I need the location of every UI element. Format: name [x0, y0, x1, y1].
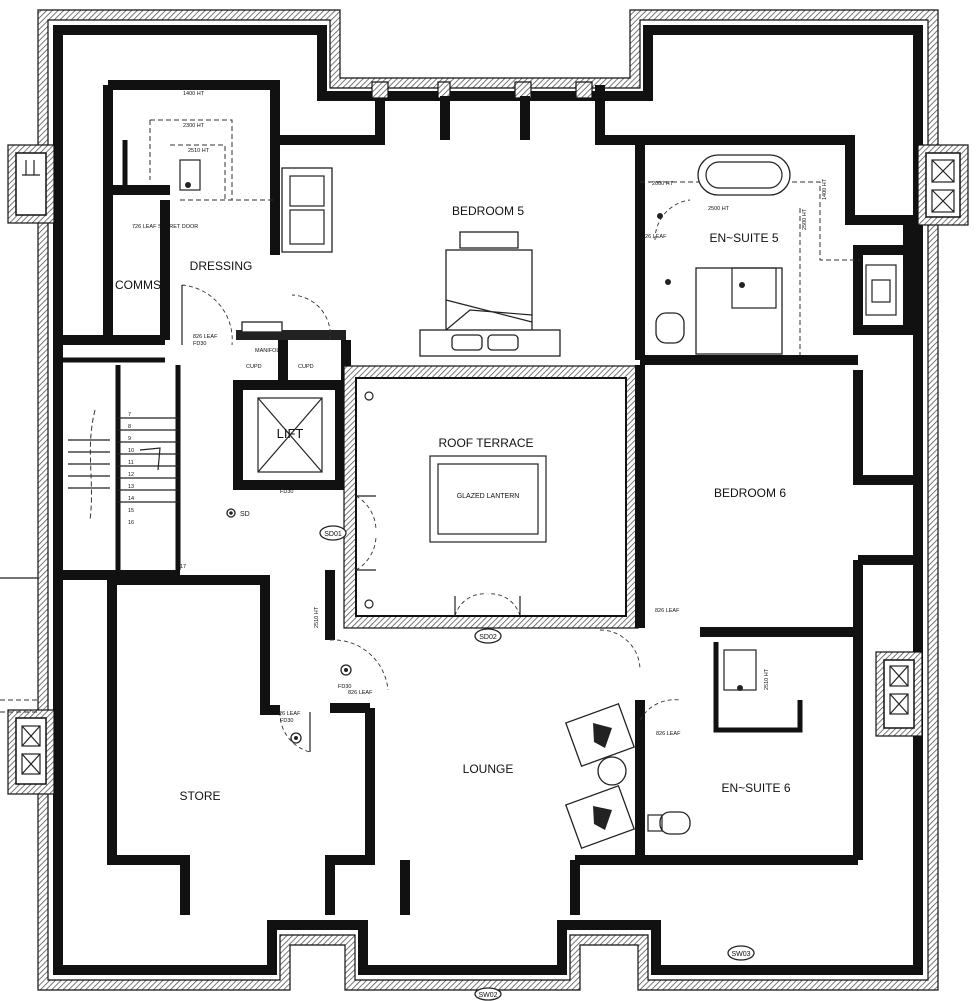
label-glazed-lantern: GLAZED LANTERN	[457, 493, 520, 500]
step-number: 13	[128, 484, 134, 490]
note-826-leaf-dressing: 826 LEAF	[193, 334, 218, 340]
note-826-leaf-ensuite5: 826 LEAF	[642, 234, 667, 240]
label-comms: COMMS	[115, 278, 161, 292]
roof-terrace	[343, 365, 639, 629]
note-2300ht: 2300 HT	[183, 123, 205, 129]
label-roof-terrace: ROOF TERRACE	[438, 436, 533, 450]
note-fd30-dressing: FD30	[193, 341, 206, 347]
note-826-leaf-store: 826 LEAF	[276, 711, 301, 717]
step-number: 17	[180, 564, 186, 570]
tag-sd01-text: SD01	[324, 531, 342, 538]
note-2000ht-ensuite5: 2000 HT	[652, 181, 674, 187]
step-number: 9	[128, 436, 131, 442]
note-manifold: MANIFOLD	[255, 348, 283, 354]
label-cupd-left: CUPD	[246, 364, 262, 370]
bedroom5-walls	[275, 81, 645, 360]
note-fd30-store: FD30	[280, 718, 293, 724]
chimney-right-bottom	[875, 651, 923, 737]
note-fd30-lift: FD30	[280, 489, 293, 495]
step-number: 11	[128, 460, 134, 466]
bed-bedroom5	[419, 231, 561, 357]
lounge-furniture	[564, 702, 636, 850]
step-number: 7	[128, 412, 131, 418]
tag-sw03-text: SW03	[731, 951, 750, 958]
step-number: 10	[128, 448, 134, 454]
stairwell	[53, 360, 181, 580]
label-dressing: DRESSING	[190, 259, 253, 273]
tag-sd01: SD01	[319, 525, 347, 541]
label-bedroom6: BEDROOM 6	[714, 486, 786, 500]
tag-sd02-text: SD02	[479, 634, 497, 641]
label-ensuite5: EN~SUITE 5	[709, 231, 778, 245]
note-826-leaf-lounge: 826 LEAF	[348, 690, 373, 696]
outer-wall	[37, 9, 939, 991]
note-1400ht-side: 1400 HT	[822, 178, 828, 200]
note-2510ht: 2510 HT	[188, 148, 210, 154]
note-2510ht-ensuite6: 2510 HT	[764, 668, 770, 690]
tag-sd02: SD02	[474, 628, 502, 644]
note-fd30-lounge: FD30	[338, 684, 351, 690]
bedroom6-walls	[575, 365, 918, 865]
note-2500ht-ensuite5: 2500 HT	[708, 206, 730, 212]
label-ensuite6: EN~SUITE 6	[721, 781, 790, 795]
note-826-leaf-ensuite6: 826 LEAF	[656, 731, 681, 737]
note-secret-door: 726 LEAF SECRET DOOR	[132, 224, 198, 230]
note-sd: SD	[240, 511, 250, 518]
label-bedroom5: BEDROOM 5	[452, 204, 524, 218]
lift	[226, 321, 351, 518]
note-826-leaf-bed6: 826 LEAF	[655, 608, 680, 614]
step-number: 12	[128, 472, 134, 478]
armchair-bedroom5	[281, 167, 333, 253]
step-number: 14	[128, 496, 134, 502]
chimney-left-bottom	[7, 709, 55, 795]
tag-sw02-text: SW02	[478, 992, 497, 999]
dressing-doors	[181, 199, 691, 721]
note-2510ht-terrace: 2510 HT	[314, 606, 320, 628]
label-lift: LIFT	[277, 426, 304, 441]
store-walls	[107, 570, 389, 915]
ensuite5-walls	[640, 135, 913, 365]
tag-sw03: SW03	[727, 945, 755, 961]
stair-step-numbers: 7 8 9 10 11 12 13 14 15 16 17	[128, 412, 186, 570]
label-cupd-right: CUPD	[298, 364, 314, 370]
note-2500ht-side: 2500 HT	[802, 208, 808, 230]
step-number: 16	[128, 520, 134, 526]
label-lounge: LOUNGE	[463, 762, 514, 776]
dressing-walls	[58, 80, 280, 363]
lounge-walls	[400, 860, 580, 915]
tag-sw02: SW02	[474, 987, 502, 1001]
chimney-right-top	[917, 144, 969, 226]
step-number: 8	[128, 424, 131, 430]
external-dashed-lines	[0, 699, 38, 713]
chimney-left-top	[7, 144, 55, 224]
note-1400ht-top: 1400 HT	[183, 91, 205, 97]
step-number: 15	[128, 508, 134, 514]
label-store: STORE	[179, 789, 220, 803]
